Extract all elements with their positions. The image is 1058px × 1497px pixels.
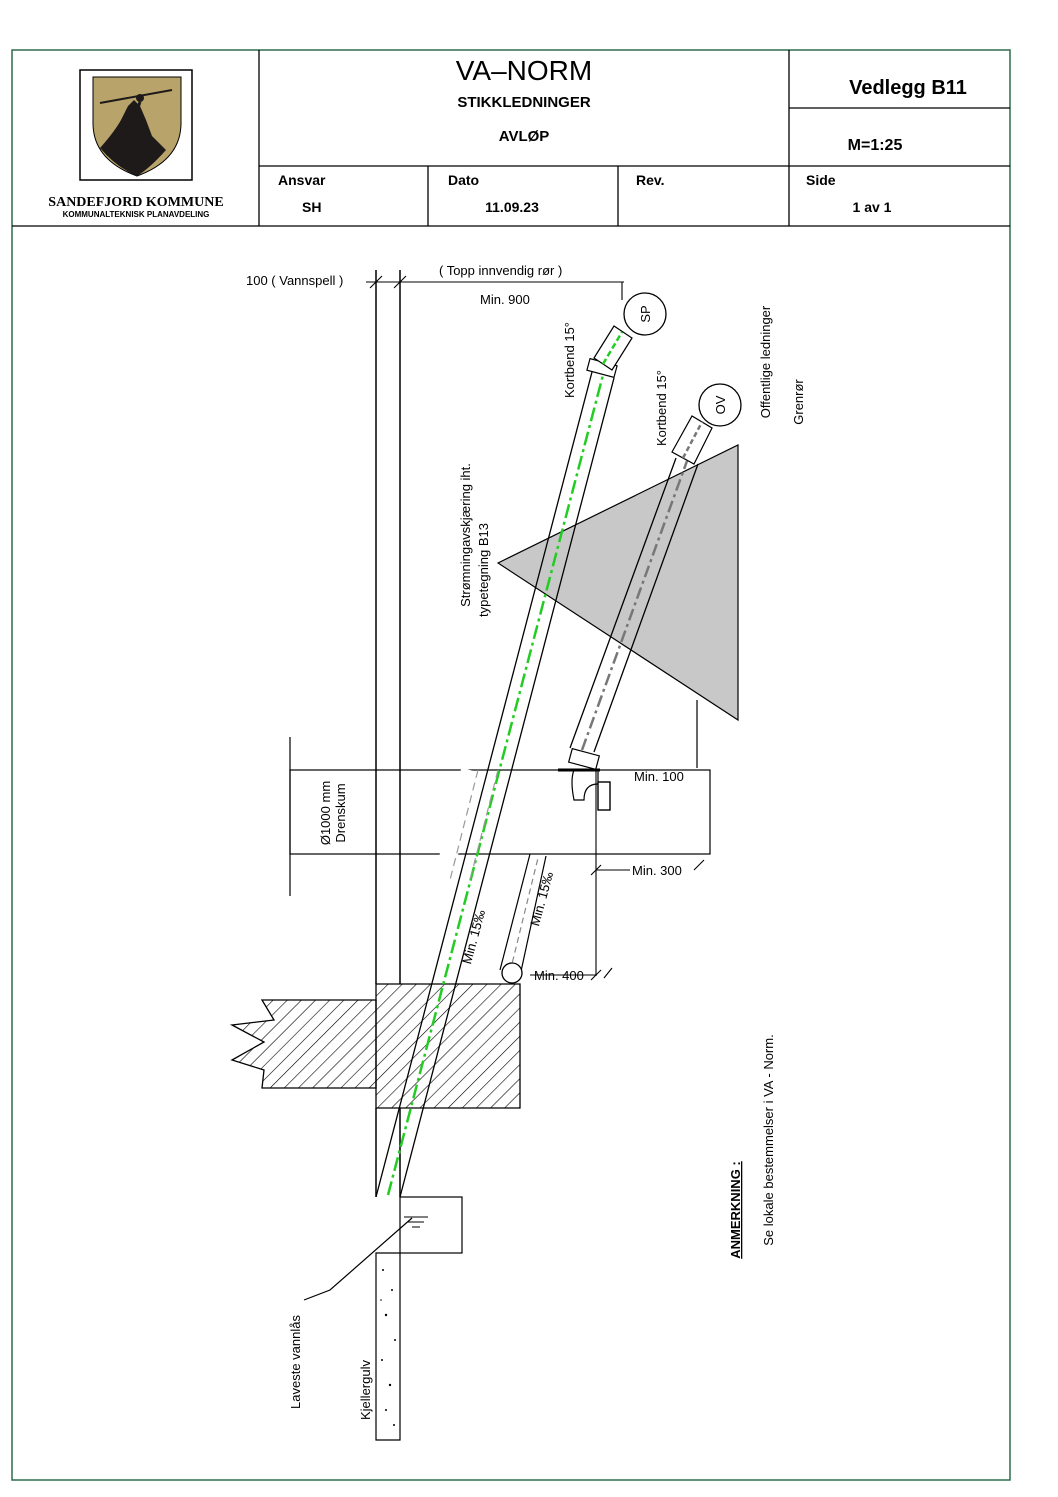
basement-floor-texture [380,1269,396,1426]
ov-label: OV [713,395,728,414]
sheet-border [11,49,1011,1481]
dimension-lines [366,275,705,981]
slope-drain-label: Min. 15‰ [527,870,556,928]
kortbend-sp-label: Kortbend 15° [562,322,577,398]
min-300-label: Min. 300 [632,863,682,878]
remark-title: ANMERKNING : [728,1161,743,1259]
kortbend-ov-label: Kortbend 15° [654,370,669,446]
ov-pipe-circle [698,383,742,427]
sp-pipe-circle [623,292,667,336]
sp-label: SP [638,305,653,322]
min-900-label: Min. 900 [480,292,530,307]
public-lines-label: Offentlige ledninger [758,305,773,418]
title-block [12,50,1010,227]
flow-cut-label-2: typetegning B13 [476,523,491,617]
organization-name: SANDEFJORD KOMMUNE [48,195,223,210]
drain-pipe [499,853,547,984]
date-label: Dato [448,172,479,188]
sewer-pipe-sp [375,325,633,1198]
scale: M=1:25 [848,137,903,154]
drain-well-label: Drenskum [333,783,348,842]
revision-label: Rev. [636,172,665,188]
flow-cut-label-1: Strømningavskjæring iht. [458,463,473,607]
responsible-value: SH [302,199,321,215]
water-trap [399,1196,463,1254]
lowest-water-seal-label: Laveste vannlås [288,1315,303,1409]
page-label: Side [806,172,836,188]
min-400-label: Min. 400 [534,968,584,983]
storm-pipe-ov [558,415,713,811]
foundation-block [375,983,521,1109]
attachment-id: Vedlegg B11 [849,77,967,99]
water-level-symbol [404,1216,428,1228]
subtitle-1: STIKKLEDNINGER [457,94,591,111]
slope-sp-label: Min. 15‰ [459,908,488,966]
municipality-crest-logo [79,69,193,181]
basement-floor-label: Kjellergulv [358,1360,373,1420]
top-inner-pipe-label: ( Topp innvendig rør ) [439,263,562,278]
branch-pipe-label: Grenrør [791,379,806,425]
main-title: VA–NORM [456,55,592,86]
basement-floor [375,1252,401,1441]
water-gap-label: 100 ( Vannspell ) [246,273,343,288]
date-value: 11.09.23 [485,199,539,215]
subtitle-2: AVLØP [499,128,550,145]
remark-text: Se lokale bestemmelser i VA - Norm. [761,1034,776,1245]
page-value: 1 av 1 [853,199,892,215]
responsible-label: Ansvar [278,172,326,188]
flow-cut-block [496,444,739,722]
department-name: KOMMUNALTEKNISK PLANAVDELING [63,210,210,219]
ground-break [229,999,377,1089]
drain-well-size-label: Ø1000 mm [318,781,333,845]
min-100-label: Min. 100 [634,769,684,784]
